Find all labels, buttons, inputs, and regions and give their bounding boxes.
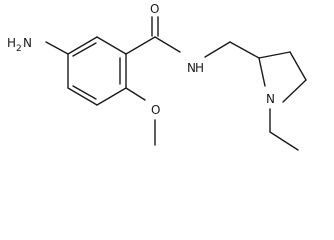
chemical-structure-diagram: O N H H 2 N O N xyxy=(7,2,307,151)
pyrrolidine-ring xyxy=(229,41,307,151)
methoxy-oxygen-label: O xyxy=(151,103,160,117)
benzene-ring xyxy=(67,36,127,106)
amino-subscript-label: 2 xyxy=(16,44,22,54)
amide-group xyxy=(125,16,231,58)
amino-substituent xyxy=(45,41,69,55)
ring-nitrogen-label: N xyxy=(266,92,275,106)
methoxy-substituent xyxy=(125,87,156,146)
carbonyl-oxygen-label: O xyxy=(150,2,159,16)
atom-labels: O N H H 2 N O N xyxy=(7,2,275,117)
amino-n-label: N xyxy=(23,36,32,50)
amide-hydrogen-label: H xyxy=(195,61,204,75)
amino-h-label: H xyxy=(7,36,16,50)
amide-nitrogen-label: N xyxy=(187,61,196,75)
